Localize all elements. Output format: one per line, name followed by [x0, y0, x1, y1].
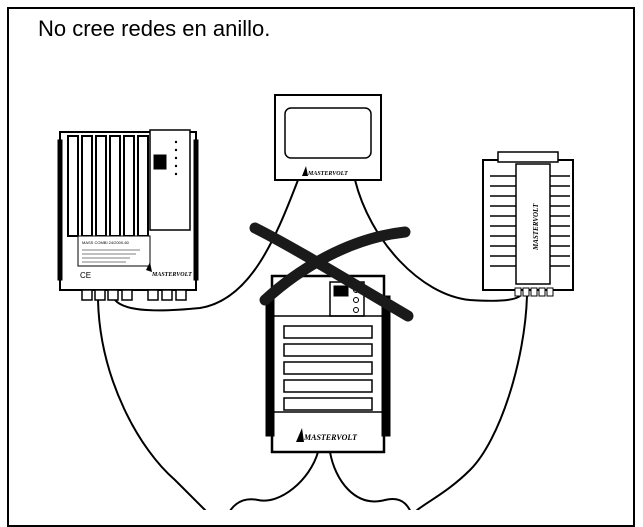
cable-center-to-bottom-right	[329, 451, 411, 510]
center-device-logo: MASTERVOLT	[296, 428, 358, 442]
left-device-label: MASS COMBI 24/2000-60	[82, 240, 130, 245]
svg-text:CE: CE	[80, 271, 91, 280]
cable-top-to-left	[114, 179, 299, 312]
center-inverter-device: MASTERVOLT	[265, 274, 391, 454]
right-charger-device: MASTERVOLT	[482, 151, 574, 297]
right-device-logo: MASTERVOLT	[532, 203, 540, 251]
svg-text:MASTERVOLT: MASTERVOLT	[307, 171, 348, 177]
top-control-panel: MASTERVOLT	[274, 94, 382, 181]
cable-top-to-right	[354, 179, 521, 302]
top-panel-logo: MASTERVOLT	[302, 166, 348, 177]
cable-center-to-bottom-left	[229, 451, 319, 510]
svg-text:MASTERVOLT: MASTERVOLT	[532, 203, 540, 251]
network-diagram: MASS COMBI 24/2000-60 CE MASTERVOLT	[57, 94, 574, 510]
left-combi-device: MASS COMBI 24/2000-60 CE MASTERVOLT	[57, 129, 199, 301]
cross-out-mark	[249, 222, 414, 322]
svg-text:MASTERVOLT: MASTERVOLT	[151, 272, 192, 278]
caption-text: No cree redes en anillo.	[38, 16, 271, 41]
cable-left-to-bottom	[97, 299, 207, 510]
cables	[97, 179, 528, 510]
cable-right-to-bottom	[415, 295, 528, 510]
left-device-logo: MASTERVOLT	[146, 262, 192, 278]
svg-text:MASTERVOLT: MASTERVOLT	[303, 433, 358, 442]
